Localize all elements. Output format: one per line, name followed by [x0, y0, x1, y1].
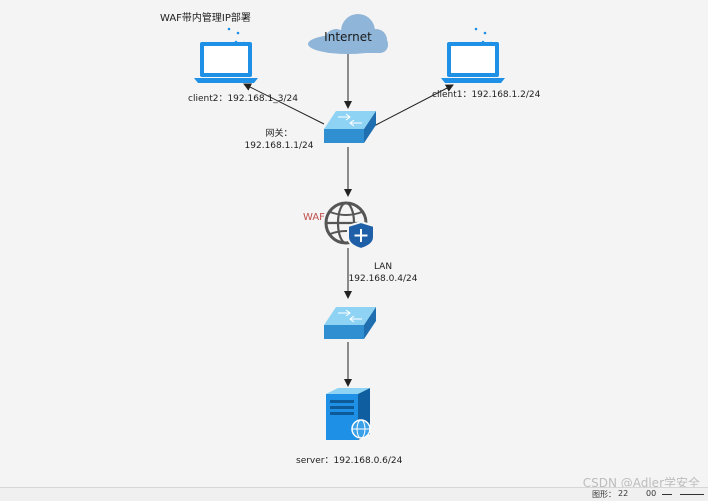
shape-count-label: 图形： [592, 490, 616, 499]
diagram-canvas [194, 14, 505, 440]
client1-label: client1：192.168.1.2/24 [432, 90, 541, 100]
link-switch-client2 [243, 83, 325, 125]
network-switch-icon [324, 307, 376, 339]
lan-title: LAN [373, 262, 393, 272]
zoom-out-icon[interactable] [662, 494, 672, 495]
globe-shield-icon [324, 201, 375, 251]
client2-label: client2：192.168.1_3/24 [188, 94, 298, 104]
waf-label: WAF [303, 212, 325, 223]
gateway-ip: 192.168.1.1/24 [244, 141, 314, 151]
shape-count-value: 22 [618, 489, 629, 498]
link-switch-client1 [373, 84, 454, 127]
gateway-title: 网关： [265, 129, 293, 139]
diagram-title: WAF带内管理IP部署 [160, 13, 251, 24]
status-bar: 图形： 22 00 [0, 487, 708, 501]
cloud-label: Internet [324, 30, 372, 44]
server-label: server：192.168.0.6/24 [296, 456, 403, 466]
laptop-icon [194, 27, 258, 83]
watermark: CSDN @Adler学安全 [582, 476, 700, 490]
server-icon [326, 388, 371, 440]
network-switch-icon [324, 111, 376, 143]
cloud-icon [308, 14, 388, 54]
page-view-button[interactable]: 00 [646, 489, 657, 498]
lan-ip: 192.168.0.4/24 [348, 274, 418, 284]
zoom-slider[interactable] [680, 494, 704, 495]
laptop-icon [441, 27, 505, 83]
